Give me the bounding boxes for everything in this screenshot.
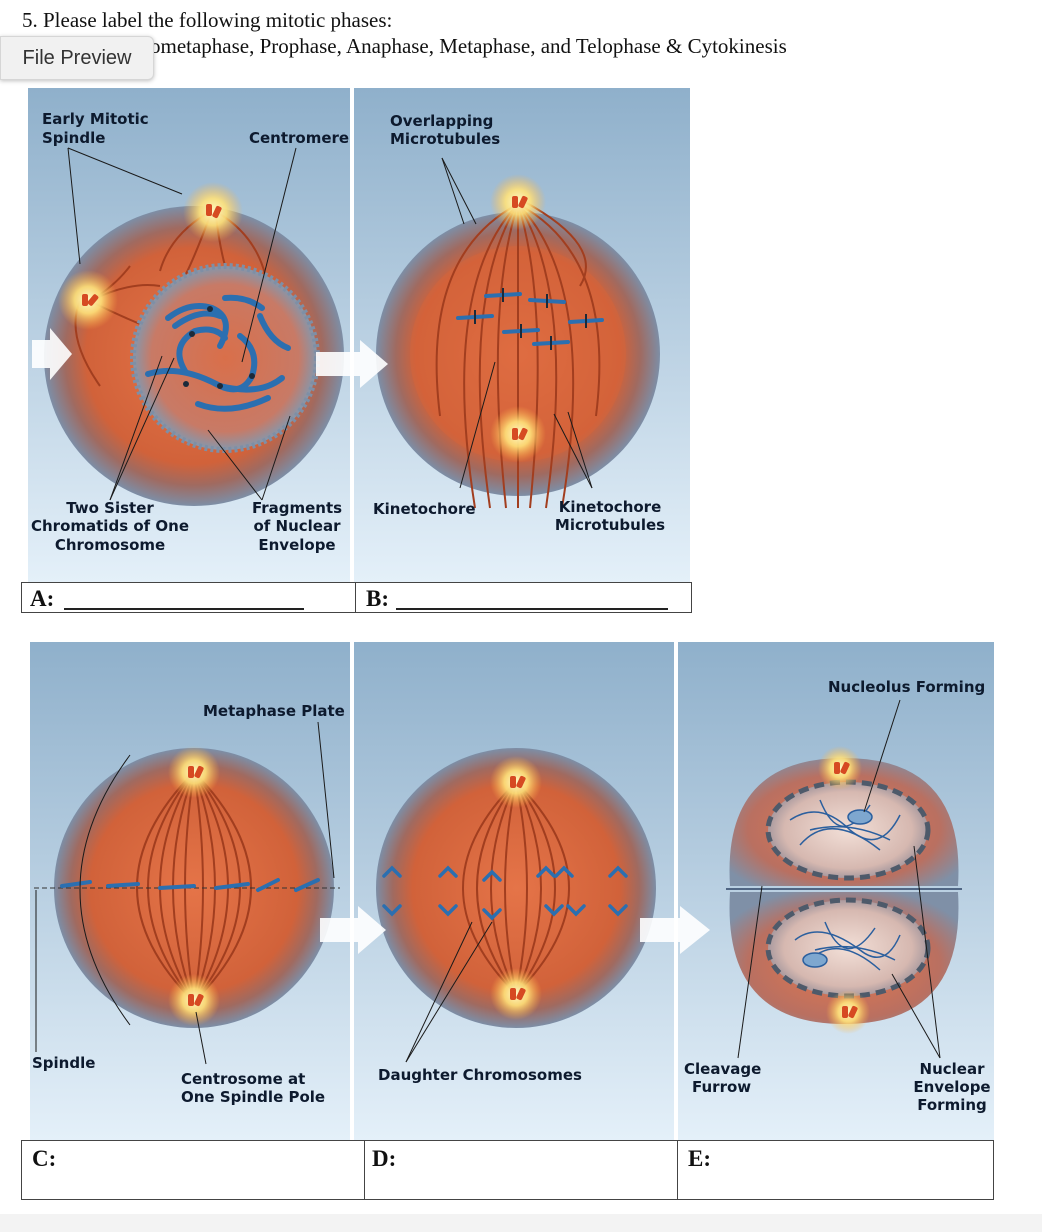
label-overlapping-2: Microtubules bbox=[390, 130, 500, 148]
answer-label-e: E: bbox=[688, 1146, 711, 1171]
label-early-mitotic-spindle-2: Spindle bbox=[42, 129, 105, 147]
panel-d-leader-lines bbox=[405, 921, 493, 1063]
panel-c-cell bbox=[34, 746, 340, 1028]
panel-b-cell bbox=[376, 174, 660, 509]
label-centromere: Centromere bbox=[249, 129, 349, 147]
panel-e-leader-lines bbox=[737, 699, 941, 1059]
label-fragments-1: Fragments bbox=[252, 499, 342, 517]
answer-label-a: A: bbox=[30, 586, 55, 611]
label-two-sister-1: Two Sister bbox=[66, 499, 154, 517]
label-metaphase-plate: Metaphase Plate bbox=[203, 702, 345, 720]
label-envelope-1: Nuclear bbox=[920, 1060, 986, 1078]
question-title: 5. Please label the following mitotic ph… bbox=[22, 8, 393, 32]
label-early-mitotic-spindle-1: Early Mitotic bbox=[42, 110, 149, 128]
label-two-sister-2: Chromatids of One bbox=[31, 517, 189, 535]
label-kin-micro-2: Microtubules bbox=[555, 516, 665, 534]
label-spindle: Spindle bbox=[32, 1054, 95, 1072]
label-two-sister-3: Chromosome bbox=[55, 536, 165, 554]
label-fragments-3: Envelope bbox=[258, 536, 335, 554]
bottom-strip bbox=[0, 1214, 1042, 1232]
arrow-c-to-d bbox=[320, 906, 386, 954]
label-overlapping-1: Overlapping bbox=[390, 112, 493, 130]
arrow-a-to-b bbox=[316, 340, 388, 388]
label-envelope-2: Envelope bbox=[913, 1078, 990, 1096]
answer-label-d: D: bbox=[372, 1146, 397, 1171]
arrow-d-to-e bbox=[640, 906, 710, 954]
label-centrosome-1: Centrosome at bbox=[181, 1070, 305, 1088]
bottom-row-diagram: Metaphase Plate Spindle Centrosome at On… bbox=[30, 642, 994, 1140]
panel-c-leader-lines bbox=[35, 721, 335, 1065]
label-fragments-2: of Nuclear bbox=[253, 517, 341, 535]
label-kinetochore: Kinetochore bbox=[373, 500, 476, 518]
answer-box-b bbox=[355, 582, 692, 613]
label-cleavage-2: Furrow bbox=[692, 1078, 751, 1096]
label-nucleolus-forming: Nucleolus Forming bbox=[828, 678, 985, 696]
answer-box-c bbox=[21, 1140, 365, 1200]
top-row-diagram: Early Mitotic Spindle Centromere Two Sis… bbox=[28, 88, 690, 582]
answer-box-e bbox=[677, 1140, 994, 1200]
answer-label-c: C: bbox=[32, 1146, 57, 1171]
answer-box-d bbox=[364, 1140, 678, 1200]
file-preview-tab[interactable]: File Preview bbox=[0, 36, 154, 80]
answer-label-b: B: bbox=[366, 586, 389, 611]
label-cleavage-1: Cleavage bbox=[684, 1060, 761, 1078]
panel-a-cell bbox=[44, 182, 344, 506]
answer-blank-b[interactable] bbox=[396, 608, 668, 610]
label-kin-micro-1: Kinetochore bbox=[559, 498, 662, 516]
label-daughter-chromosomes: Daughter Chromosomes bbox=[378, 1066, 582, 1084]
answer-blank-a[interactable] bbox=[64, 608, 304, 610]
panel-d-cell bbox=[376, 748, 656, 1028]
panel-a-leader-lines bbox=[67, 147, 297, 501]
label-envelope-3: Forming bbox=[917, 1096, 987, 1114]
question-phase-list: ometaphase, Prophase, Anaphase, Metaphas… bbox=[150, 34, 787, 58]
arrow-into-a bbox=[32, 328, 72, 380]
label-centrosome-2: One Spindle Pole bbox=[181, 1088, 325, 1106]
panel-b-leader-lines bbox=[441, 157, 593, 489]
